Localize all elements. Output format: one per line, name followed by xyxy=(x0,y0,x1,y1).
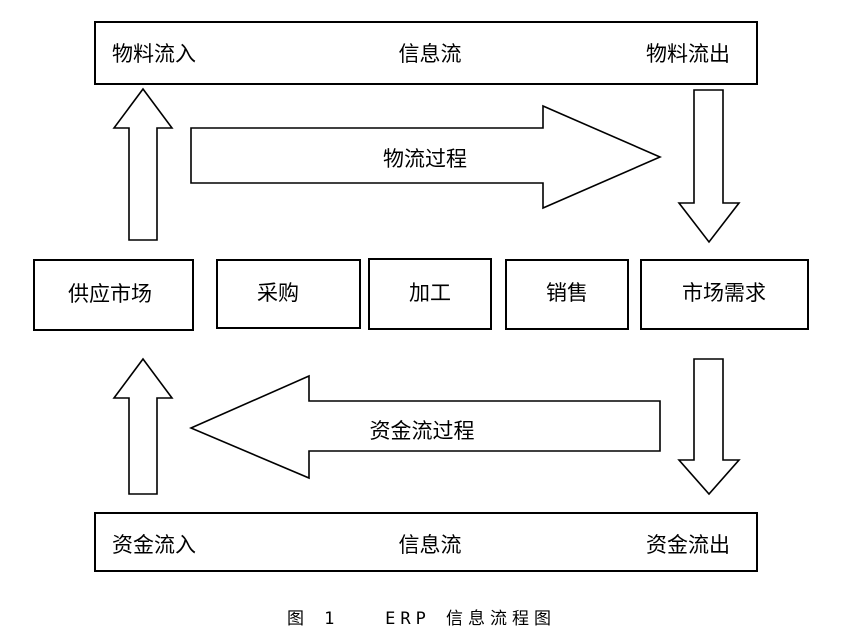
down-arrow-material-outflow xyxy=(677,89,741,244)
sales-label: 销售 xyxy=(546,281,588,305)
capital-inflow-label: 资金流入 xyxy=(112,533,196,557)
material-process-label: 物流过程 xyxy=(383,147,467,171)
bottom-info-flow-label: 信息流 xyxy=(398,533,462,557)
material-inflow-label: 物料流入 xyxy=(112,42,196,66)
down-arrow-capital-outflow xyxy=(677,358,741,496)
top-info-flow-label: 信息流 xyxy=(398,42,462,66)
capital-process-label: 资金流过程 xyxy=(369,419,475,443)
left-arrow-capital-process xyxy=(188,374,661,480)
supply-market-label: 供应市场 xyxy=(68,282,152,306)
purchasing-box xyxy=(216,259,361,329)
supply-market-box xyxy=(33,259,194,331)
up-arrow-capital-to-supply xyxy=(112,357,174,495)
sales-box xyxy=(505,259,629,330)
market-demand-box xyxy=(640,259,809,330)
bottom-info-bar xyxy=(94,512,758,572)
material-outflow-label: 物料流出 xyxy=(646,42,730,66)
right-arrow-material-process xyxy=(190,104,663,210)
figure-caption: 图 1 ERP 信息流程图 xyxy=(286,609,557,629)
capital-outflow-label: 资金流出 xyxy=(646,533,730,557)
processing-label: 加工 xyxy=(409,281,451,305)
processing-box xyxy=(368,258,492,330)
top-info-bar xyxy=(94,21,758,85)
market-demand-label: 市场需求 xyxy=(682,281,766,305)
purchasing-label: 采购 xyxy=(257,281,299,305)
up-arrow-material-inflow xyxy=(112,87,174,241)
